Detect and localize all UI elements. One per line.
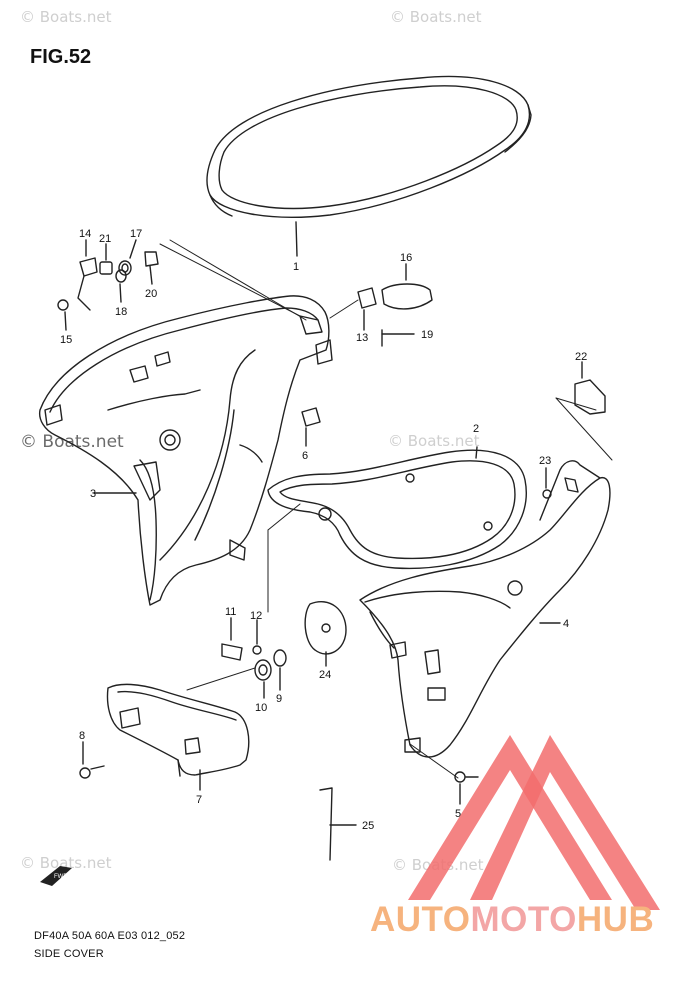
grommet-part-6 <box>301 407 321 447</box>
callout-5: 5 <box>455 808 461 820</box>
bolt-part-8 <box>79 741 105 779</box>
callout-9: 9 <box>276 693 282 705</box>
grommet-part-13 <box>357 287 377 331</box>
callout-17: 17 <box>130 228 142 240</box>
callout-7: 7 <box>196 794 202 806</box>
callout-21: 21 <box>99 233 111 245</box>
section-name: SIDE COVER <box>34 948 104 960</box>
automotohub-logo-icon <box>408 735 660 910</box>
fwd-arrow-icon: FWD <box>40 866 72 886</box>
callout-24: 24 <box>319 669 331 681</box>
callout-16: 16 <box>400 252 412 264</box>
watermark: © Boats.net <box>20 854 112 872</box>
brand-part-c: HUB <box>576 900 655 939</box>
callout-15: 15 <box>60 334 72 346</box>
lower-cover-part-7 <box>106 683 250 791</box>
callout-6: 6 <box>302 450 308 462</box>
callout-11: 11 <box>225 606 236 618</box>
bolt-part-15 <box>57 299 69 331</box>
callout-labels: 1 2 3 4 5 6 7 8 9 10 11 12 13 14 15 16 1… <box>60 228 587 832</box>
screw-part-23 <box>542 467 552 499</box>
brand-part-a: AUTO <box>370 900 471 939</box>
washer-part-18 <box>115 269 127 303</box>
watermark: © Boats.net <box>390 8 482 26</box>
callout-13: 13 <box>356 332 368 344</box>
model-line: DF40A 50A 60A E03 012_052 <box>34 930 186 942</box>
callout-3: 3 <box>90 488 96 500</box>
callout-19: 19 <box>421 329 433 341</box>
callout-2: 2 <box>473 423 479 435</box>
bolt-part-5 <box>454 771 479 805</box>
callout-10: 10 <box>255 702 267 714</box>
callout-22: 22 <box>575 351 587 363</box>
bracket-part-14 <box>77 239 98 311</box>
grommet-part-24 <box>304 601 347 667</box>
watermark: © Boats.net <box>20 8 112 26</box>
brand-part-b: MOTO <box>470 900 577 939</box>
pin-part-19 <box>381 329 415 347</box>
tie-band-part-25 <box>319 787 357 861</box>
screw-part-11-12 <box>221 617 262 661</box>
callout-23: 23 <box>539 455 551 467</box>
right-side-cover-part-4 <box>359 460 611 758</box>
watermark: © Boats.net <box>20 432 124 452</box>
callout-14: 14 <box>79 228 91 240</box>
inner-seal-part-2 <box>267 446 527 570</box>
seal-ring-part-1 <box>206 75 532 257</box>
callout-12: 12 <box>250 610 262 622</box>
fwd-label: FWD <box>54 874 68 880</box>
latch-part-22 <box>574 361 606 415</box>
washer-part-9 <box>273 649 287 691</box>
callout-18: 18 <box>115 306 127 318</box>
callout-25: 25 <box>362 820 374 832</box>
automotohub-brand: AUTOMOTOHUB <box>370 900 654 940</box>
callout-8: 8 <box>79 730 85 742</box>
callout-20: 20 <box>145 288 157 300</box>
handle-part-16 <box>381 263 433 310</box>
left-side-cover-part-3 <box>38 295 333 606</box>
callout-1: 1 <box>293 261 299 273</box>
grommet-part-10 <box>254 659 272 699</box>
watermark: © Boats.net <box>388 432 480 450</box>
figure-title: FIG.52 <box>30 46 92 68</box>
cap-part-20 <box>144 251 159 285</box>
callout-4: 4 <box>563 618 569 630</box>
collar-part-21 <box>99 243 113 275</box>
